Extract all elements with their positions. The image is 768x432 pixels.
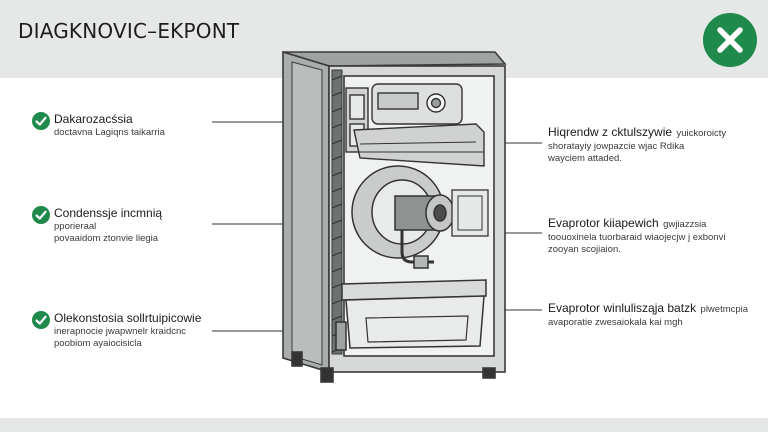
label-right-3: Evaprotor winlulisząja batzk plwetmcpia …	[548, 302, 748, 329]
page-title: DIAGKNOVIC–EKPONT	[18, 19, 240, 43]
label-left-3-sub-2: poobiom ayaiocisicla	[54, 338, 142, 349]
label-left-1-title: Dakarozacśsia	[54, 112, 133, 126]
footer-bar	[0, 418, 768, 432]
label-left-2-sub-2: povaaidom ztonvie liegia	[54, 233, 159, 244]
label-left-1-sub-1: doctavna Lagiqns taikarria	[54, 127, 165, 138]
fan-assembly	[351, 165, 455, 269]
check-icon	[32, 206, 50, 224]
label-right-2-inline: gwjiazzsia	[663, 219, 707, 230]
label-right-1: Hiqrendw z cktulszywie yuickoroicty shor…	[548, 126, 726, 166]
label-left-2-title: Condenssje incmnią	[54, 206, 163, 220]
control-unit	[345, 83, 485, 167]
label-right-2-sub-1: toouoxinela tuorbaraid wiaojecjw j exbon…	[548, 231, 726, 243]
label-left-3-title: Olekonstosia sollrtuipicowie	[54, 311, 202, 325]
label-right-1-sub-2: wayciem attaded.	[548, 153, 622, 164]
label-right-2-title: Evaprotor kiiapewich	[548, 216, 659, 230]
label-right-3-inline: plwetmcpia	[700, 304, 749, 315]
label-left-2-sub-1: pporieraal	[54, 221, 97, 232]
label-right-2: Evaprotor kiiapewich gwjiazzsia toouoxin…	[548, 217, 725, 257]
check-icon	[32, 311, 50, 329]
label-left-2: Condenssje incmnią pporieraal povaaidom …	[54, 206, 162, 245]
check-icon	[32, 112, 50, 130]
label-right-1-sub-1: shoratayiy jowpazcie wjac Rdika	[548, 140, 685, 152]
label-right-3-title: Evaprotor winlulisząja batzk	[548, 301, 697, 315]
evaporator-tray	[335, 279, 487, 351]
label-right-1-inline: yuickoroicty	[676, 128, 727, 139]
label-left-1: Dakarozacśsia doctavna Lagiqns taikarria	[54, 112, 165, 139]
label-left-3: Olekonstosia sollrtuipicowie inerapnocie…	[54, 311, 201, 350]
label-right-3-sub-1: avaporatie zwesaiokala kai mgh	[548, 316, 683, 328]
label-right-2-sub-2: zooyan scojiaion.	[548, 244, 621, 255]
label-left-3-sub-1: inerapnocie jwapwnelr kraidcnc	[54, 326, 187, 337]
label-right-1-title: Hiqrendw z cktulszywie	[548, 125, 673, 139]
close-button[interactable]	[703, 13, 757, 67]
close-icon	[717, 27, 743, 53]
